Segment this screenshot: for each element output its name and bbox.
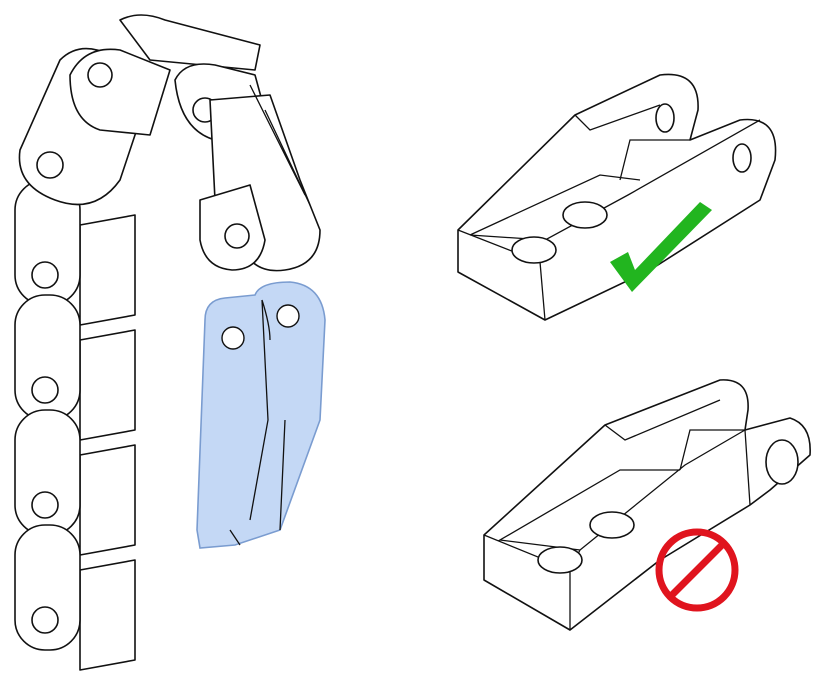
checkmark-icon — [610, 202, 712, 292]
chain-link-side-plate — [79, 329, 136, 441]
chain-link-pin — [31, 376, 59, 404]
bracket-incorrect-orientation — [483, 379, 811, 631]
bracket-correct-orientation — [457, 73, 777, 321]
chain-link-pin — [31, 606, 59, 634]
chain-link-side-plate — [79, 559, 136, 671]
chain-link — [14, 524, 136, 671]
chain-link-side-plate — [79, 214, 136, 326]
highlighted-bracket-part — [196, 281, 326, 549]
chain-column — [14, 179, 136, 671]
bracket-hole — [221, 326, 245, 350]
chain-link-pin — [31, 261, 59, 289]
chain-link-pin — [31, 491, 59, 519]
chain-arc-links — [18, 14, 321, 272]
bracket-hole — [276, 304, 300, 328]
prohibited-icon — [655, 528, 739, 612]
chain-link-plate — [14, 524, 81, 651]
chain-link — [14, 294, 136, 441]
chain-link-side-plate — [79, 444, 136, 556]
cable-chain — [14, 14, 321, 671]
